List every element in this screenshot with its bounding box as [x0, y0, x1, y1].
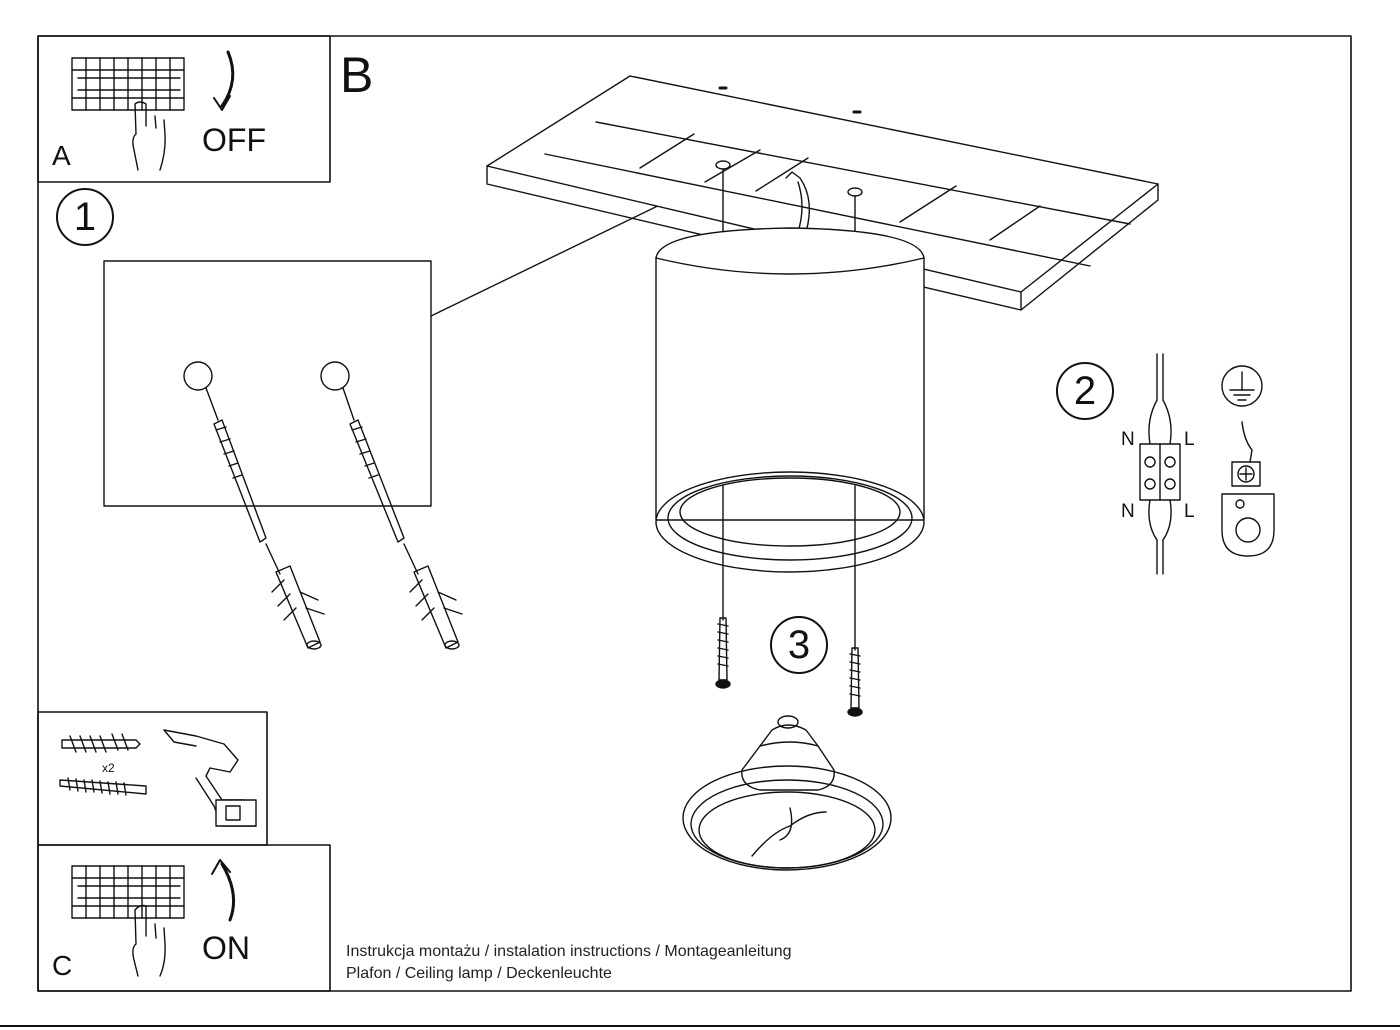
step-3-number: 3	[770, 616, 828, 674]
panel-c-box	[37, 844, 331, 992]
lamp-body	[655, 227, 925, 651]
panel-c-letter: C	[52, 950, 73, 981]
off-label: OFF	[202, 122, 266, 158]
panel-a-box	[37, 35, 331, 183]
caption-line-1: Instrukcja montażu / instalation instruc…	[346, 943, 792, 960]
panel-a-letter: A	[52, 140, 71, 171]
hand-icon-c	[132, 904, 166, 977]
on-label: ON	[202, 930, 250, 966]
arrow-down-icon	[220, 50, 235, 108]
ceiling-slab	[486, 75, 1159, 311]
breaker-panel-icon-c	[71, 865, 185, 919]
caption-line-2: Plafon / Ceiling lamp / Deckenleuchte	[346, 965, 612, 982]
step-1-number: 1	[56, 188, 114, 246]
outer-frame	[37, 35, 1352, 992]
wire-label-n-top: N	[1121, 429, 1135, 450]
panel-b-letter: B	[340, 47, 374, 103]
screw-and-plug-left	[205, 387, 325, 650]
fixing-screw-right	[847, 647, 863, 717]
drill-hole-right	[320, 361, 350, 391]
ceiling-detail-box	[103, 260, 432, 507]
drill-icon	[163, 729, 257, 827]
wire-label-l-top: L	[1184, 429, 1195, 450]
breaker-panel-icon-a	[71, 57, 185, 111]
ground-wire	[1241, 421, 1253, 463]
fixing-screw-left	[715, 617, 731, 689]
drill-hole-left	[183, 361, 213, 391]
ground-clamp-icon	[1221, 461, 1275, 557]
arrow-up-icon	[220, 862, 236, 922]
screw-icon	[59, 777, 147, 796]
quantity-label: x2	[102, 761, 115, 775]
wire-label-l-bottom: L	[1184, 501, 1195, 522]
ground-symbol-icon	[1221, 365, 1263, 407]
wall-plug-icon	[61, 733, 141, 753]
wire-label-n-bottom: N	[1121, 501, 1135, 522]
terminal-block-icon	[1139, 353, 1181, 575]
step-2-number: 2	[1056, 362, 1114, 420]
hand-icon-a	[132, 101, 166, 171]
screw-and-plug-right	[342, 387, 463, 650]
light-module	[682, 715, 892, 871]
